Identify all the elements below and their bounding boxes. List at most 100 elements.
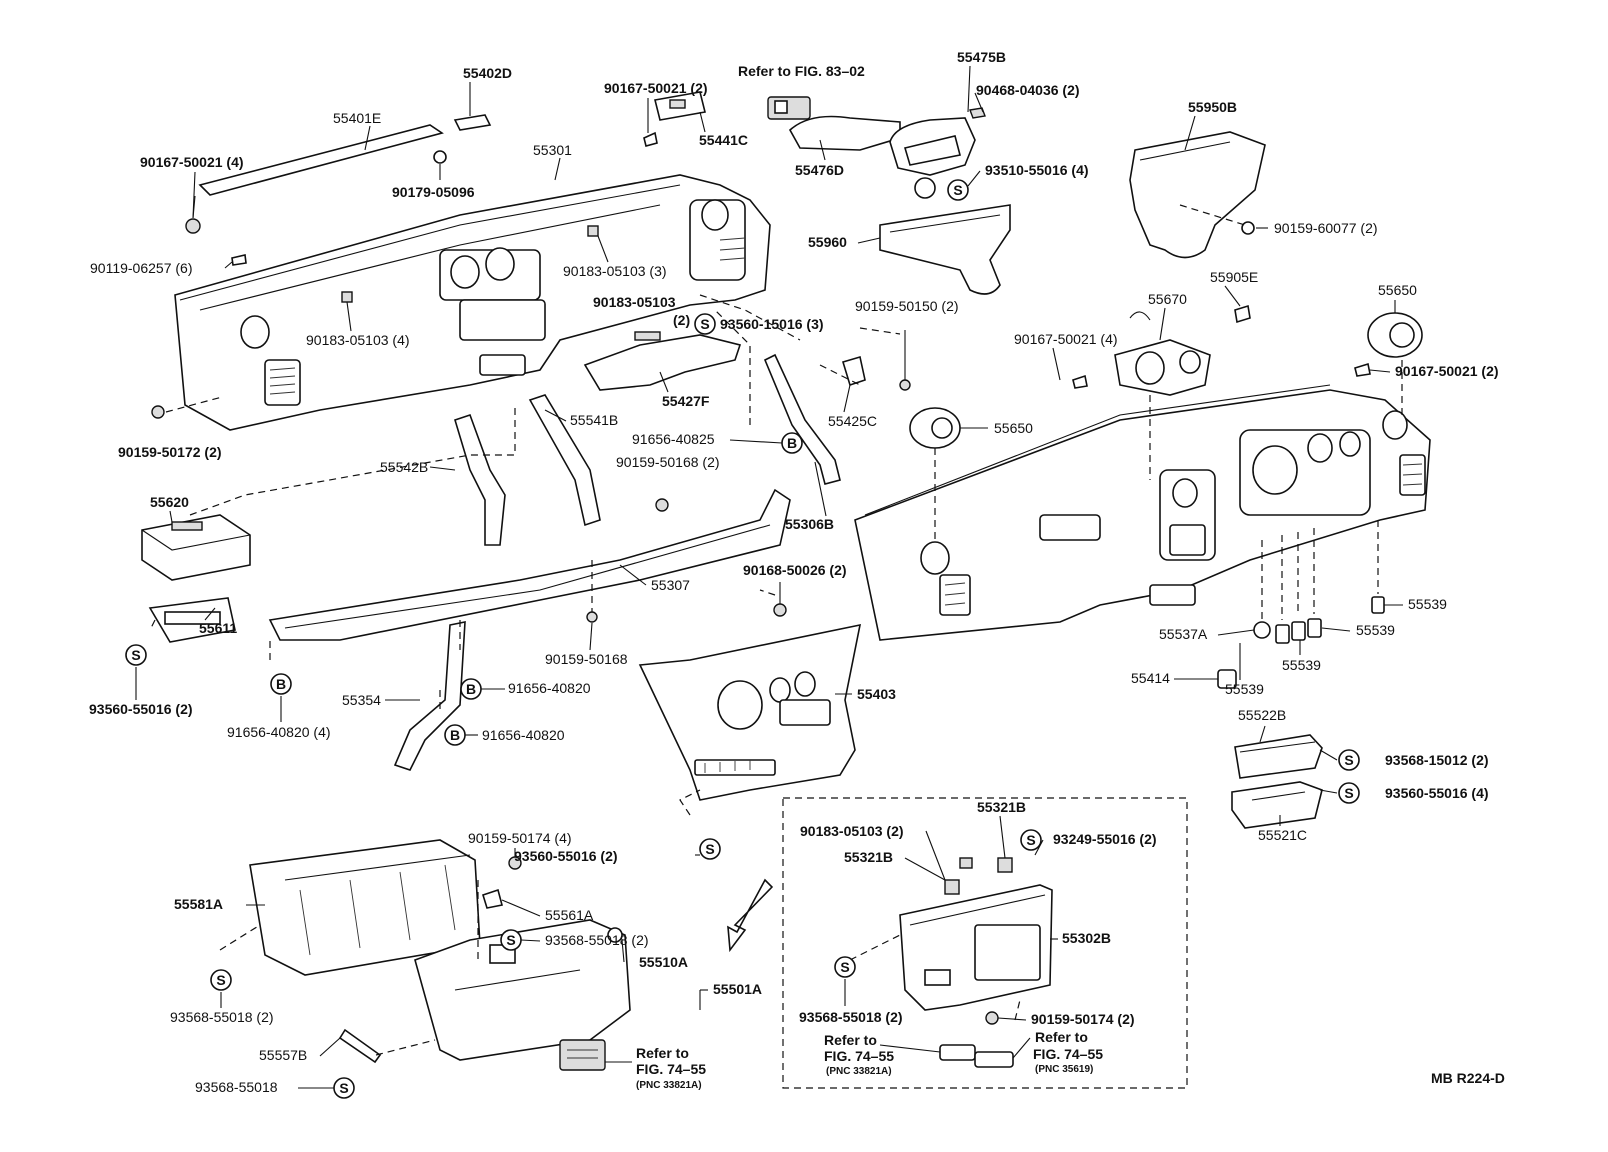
screw-90167-top <box>643 131 658 147</box>
label-refer-a-1: Refer to <box>636 1045 689 1061</box>
label-55307: 55307 <box>651 577 690 593</box>
s-badge: S <box>694 313 716 335</box>
pointer-arrow <box>727 878 774 953</box>
switch-dashes <box>934 360 1403 620</box>
screw-90159-50150 <box>899 330 911 391</box>
s-badge: S <box>1020 829 1042 851</box>
label-93568-55018: 93568-55018 <box>195 1079 278 1095</box>
label-55402D: 55402D <box>463 65 512 81</box>
label-55650-b: 55650 <box>994 420 1033 436</box>
label-leaders <box>135 65 1403 1089</box>
label-91656-40820-a: 91656-40820 <box>508 680 591 696</box>
bracket-55425C <box>841 355 866 387</box>
label-55539-d: 55539 <box>1225 681 1264 697</box>
svg-text:B: B <box>787 435 797 451</box>
label-55950B: 55950B <box>1188 99 1237 115</box>
label-refer-a-pnc: (PNC 33821A) <box>636 1080 702 1091</box>
svg-text:S: S <box>1344 785 1353 801</box>
panel-55403 <box>638 623 862 801</box>
clip-90179 <box>433 150 447 164</box>
svg-text:B: B <box>450 727 460 743</box>
screw-90159-60077 <box>1241 221 1255 235</box>
cover-55476D <box>788 115 901 151</box>
label-55522B: 55522B <box>1238 707 1286 723</box>
label-refer-fig83: Refer to FIG. 83–02 <box>738 63 865 79</box>
s-badge: S <box>834 956 856 978</box>
label-paren-2: (2) <box>673 312 690 328</box>
screw-90159-50168 <box>586 560 598 623</box>
label-90167-50021-4b: 90167-50021 (4) <box>1014 331 1118 347</box>
label-93568-55018-2c: 93568-55018 (2) <box>799 1009 903 1025</box>
s-badge: S <box>699 838 721 860</box>
duct-55960 <box>879 204 1011 295</box>
label-55539-a: 55539 <box>1408 596 1447 612</box>
label-90468-04036: 90468-04036 (2) <box>976 82 1080 98</box>
label-55427F: 55427F <box>662 393 710 409</box>
trim-55401E <box>198 124 444 196</box>
label-90159-60077: 90159-60077 (2) <box>1274 220 1378 236</box>
brace-55354 <box>393 621 466 771</box>
label-90159-50172: 90159-50172 (2) <box>118 444 222 460</box>
label-55650-a: 55650 <box>1378 282 1417 298</box>
screw-90159-50174-2 <box>985 1011 999 1025</box>
label-55321B-b: 55321B <box>844 849 893 865</box>
label-55539-c: 55539 <box>1282 657 1321 673</box>
s-badge: S <box>947 179 969 201</box>
label-91656-40820-b: 91656-40820 <box>482 727 565 743</box>
svg-text:B: B <box>276 676 286 692</box>
bracket-55427F <box>583 331 742 391</box>
label-55501A: 55501A <box>713 981 762 997</box>
label-55510A: 55510A <box>639 954 688 970</box>
label-refer-b-2: FIG. 74–55 <box>824 1048 894 1064</box>
label-90168-50026: 90168-50026 (2) <box>743 562 847 578</box>
switches-55539 <box>1217 596 1385 689</box>
switch-ref-74-c <box>974 1051 1014 1068</box>
b-badge: B <box>460 678 482 700</box>
s-badge: S <box>210 969 232 991</box>
label-93510-55016: 93510-55016 (4) <box>985 162 1089 178</box>
switch-ref-74-b <box>939 1044 976 1061</box>
label-90167-50021-2a: 90167-50021 (2) <box>604 80 708 96</box>
box-55620 <box>141 514 251 581</box>
label-55306B: 55306B <box>785 516 834 532</box>
svg-text:S: S <box>131 647 140 663</box>
s-badge: S <box>333 1077 355 1099</box>
label-90159-50168-2: 90159-50168 (2) <box>616 454 720 470</box>
knob-55650-a <box>1367 312 1423 358</box>
svg-text:S: S <box>1344 752 1353 768</box>
duct-55950B <box>1129 131 1266 259</box>
tray-55521C <box>1231 781 1323 829</box>
label-90159-50174-2: 90159-50174 (2) <box>1031 1011 1135 1027</box>
screw-90167-55650 <box>1354 362 1371 377</box>
svg-text:B: B <box>466 681 476 697</box>
label-55541B: 55541B <box>570 412 618 428</box>
label-55670: 55670 <box>1148 291 1187 307</box>
s-badge: S <box>125 644 147 666</box>
switch-ref-74-a <box>559 1039 606 1071</box>
label-55960: 55960 <box>808 234 847 250</box>
svg-text:S: S <box>506 932 515 948</box>
part-labels: 55402D 55401E 55301 90167-50021 (4) 9017… <box>89 49 1505 1095</box>
svg-text:S: S <box>700 316 709 332</box>
instrument-panel-right <box>854 384 1431 641</box>
label-55620: 55620 <box>150 494 189 510</box>
label-90119-06257: 90119-06257 (6) <box>90 260 192 276</box>
label-55537A: 55537A <box>1159 626 1208 642</box>
label-55561A: 55561A <box>545 907 594 923</box>
label-93560-55016-2b: 93560-55016 (2) <box>514 848 618 864</box>
label-55611: 55611 <box>199 620 237 636</box>
label-90179-05096: 90179-05096 <box>392 184 475 200</box>
label-55403: 55403 <box>857 686 896 702</box>
leader-lines <box>149 204 1246 1056</box>
label-55425C: 55425C <box>828 413 877 429</box>
b-badge: B <box>444 724 466 746</box>
label-90159-50174-4: 90159-50174 (4) <box>468 830 572 846</box>
inset-box <box>782 797 1188 1089</box>
bezel-55441C <box>654 91 706 121</box>
diagram-code: MB R224-D <box>1431 1070 1505 1086</box>
connector-55905E <box>1234 304 1251 324</box>
label-55539-b: 55539 <box>1356 622 1395 638</box>
label-55476D: 55476D <box>795 162 844 178</box>
label-refer-a-2: FIG. 74–55 <box>636 1061 706 1077</box>
